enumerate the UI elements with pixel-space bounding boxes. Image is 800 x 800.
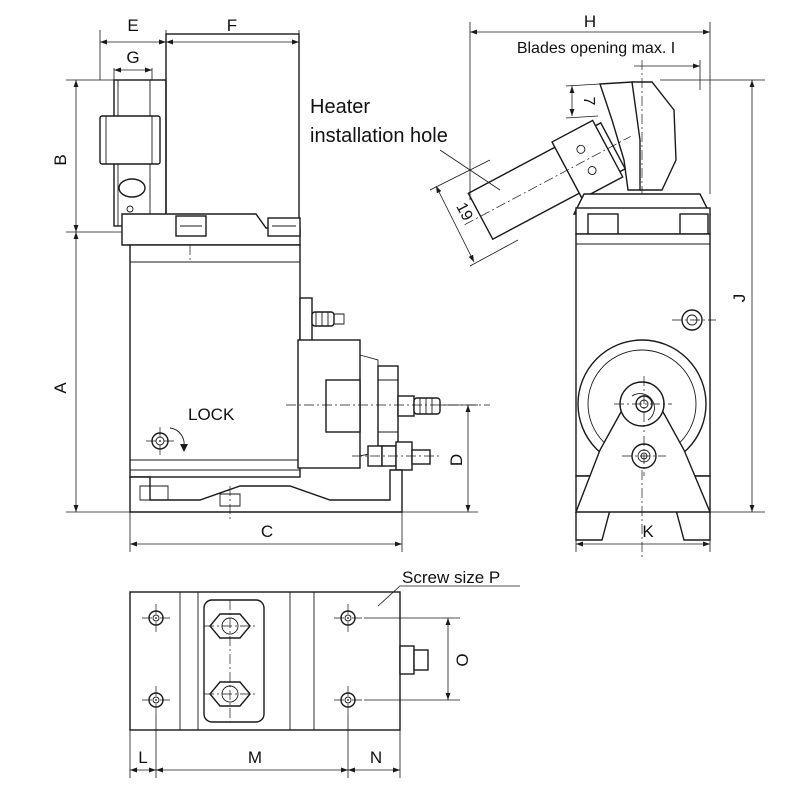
side-view	[99, 33, 490, 520]
dim-label-e: E	[127, 16, 138, 35]
dim-label-7: 7	[580, 97, 597, 106]
dim-label-g: G	[126, 48, 139, 67]
dim-label-d: D	[447, 454, 466, 466]
heater-label-line2: installation hole	[310, 125, 448, 147]
dim-label-n: N	[370, 748, 382, 767]
heater-label-line1: Heater	[310, 96, 370, 118]
dim-label-c: C	[261, 522, 273, 541]
dim-label-o: O	[453, 653, 472, 666]
lock-label: LOCK	[188, 405, 235, 424]
dim-label-b: B	[51, 154, 70, 165]
side-view-dimensions	[66, 30, 478, 552]
screw-size-label: Screw size P	[402, 568, 500, 587]
dim-label-k: K	[642, 522, 654, 541]
dim-label-h: H	[584, 12, 596, 31]
base-plate	[129, 591, 401, 731]
blade-panel	[165, 33, 300, 235]
dim-label-j: J	[730, 294, 749, 303]
front-view	[464, 60, 716, 560]
dim-label-m: M	[248, 748, 262, 767]
dim-label-f: F	[227, 16, 237, 35]
front-view-dimensions	[429, 22, 765, 552]
blades-opening-label: Blades opening max. I	[517, 40, 675, 57]
dim-label-a: A	[51, 382, 70, 394]
holder-hole	[118, 178, 146, 198]
blade-left	[599, 81, 641, 191]
bottom-view	[129, 591, 429, 731]
dim-label-19: 19	[452, 200, 475, 224]
dim-label-l: L	[138, 748, 147, 767]
bottom-view-dimensions	[129, 585, 520, 778]
